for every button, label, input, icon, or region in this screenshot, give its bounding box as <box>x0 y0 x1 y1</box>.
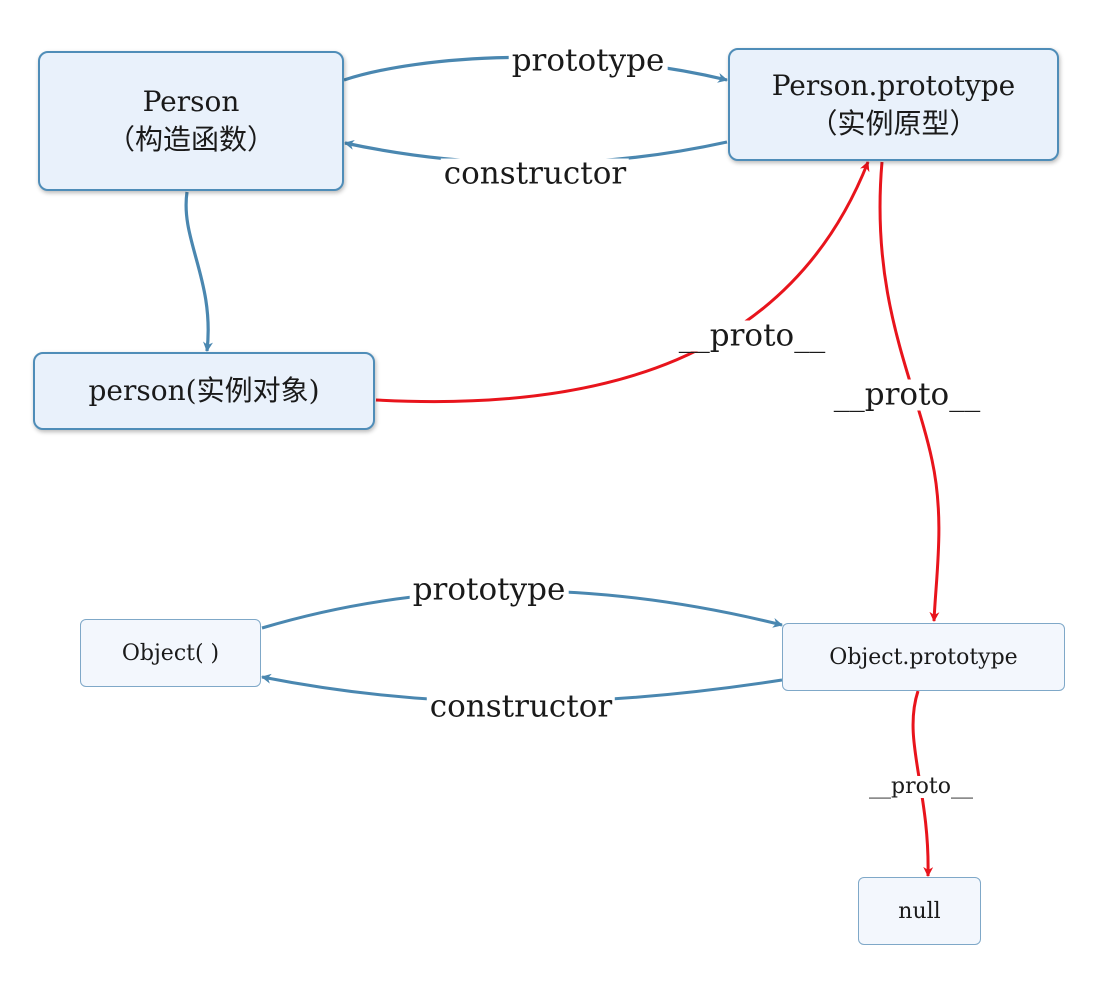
instance-proto-edge-label: __proto__ <box>675 320 829 352</box>
person-prototype-node-title: Person.prototype <box>771 68 1016 102</box>
object-prototype-node: Object.prototype <box>782 623 1065 691</box>
object-prototype-edge-label: prototype <box>409 574 569 606</box>
object-prototype-node-text: Object.prototype <box>829 644 1018 670</box>
edge-object-proto <box>911 690 934 877</box>
edge-prototype-proto <box>878 161 941 622</box>
null-node-text: null <box>898 898 941 924</box>
person-node-subtitle: （构造函数） <box>106 123 275 156</box>
person-prototype-node: Person.prototype （实例原型） <box>728 48 1059 161</box>
person-node-title: Person <box>142 85 240 118</box>
edge-person-to-instance <box>184 191 213 352</box>
person-instance-node: person(实例对象) <box>33 352 375 430</box>
person-prototype-edge-label: prototype <box>508 45 668 77</box>
person-prototype-node-subtitle: （实例原型） <box>809 106 978 140</box>
prototype-proto-edge-label: __proto__ <box>830 379 984 411</box>
null-node: null <box>858 877 981 945</box>
person-constructor-node: Person （构造函数） <box>38 51 344 191</box>
person-constructor-edge-label: constructor <box>440 158 630 190</box>
object-proto-edge-label: __proto__ <box>866 776 976 798</box>
object-function-node-text: Object( ) <box>121 640 220 666</box>
edge-instance-proto <box>375 161 870 404</box>
object-function-node: Object( ) <box>80 619 261 687</box>
object-constructor-edge-label: constructor <box>426 691 616 723</box>
person-instance-node-text: person(实例对象) <box>88 374 320 407</box>
